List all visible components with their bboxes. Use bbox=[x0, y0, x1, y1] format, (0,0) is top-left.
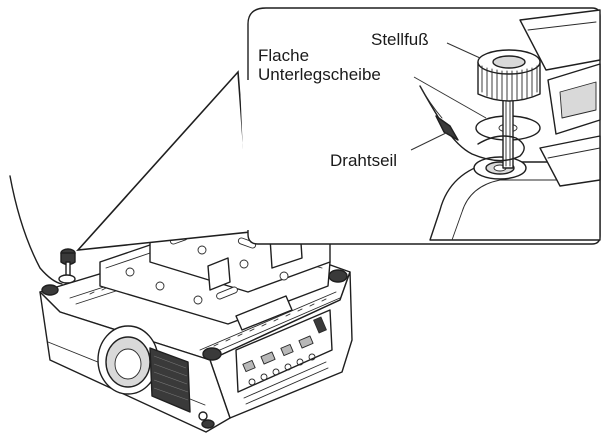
lens bbox=[97, 325, 159, 395]
connector-panel bbox=[235, 309, 333, 405]
callout-detail bbox=[410, 9, 601, 241]
label-flat-washer-line1: Flache bbox=[258, 46, 310, 65]
adjuster-foot bbox=[477, 49, 541, 102]
label-wire-rope: Drahtseil bbox=[330, 151, 398, 170]
wire-rope bbox=[419, 85, 525, 162]
front-grille bbox=[149, 347, 191, 413]
label-flat-washer-line2: Unterlegscheibe bbox=[258, 65, 381, 84]
small-adjuster-foot bbox=[58, 248, 76, 284]
label-adjuster-foot: Stellfuß bbox=[371, 30, 429, 49]
